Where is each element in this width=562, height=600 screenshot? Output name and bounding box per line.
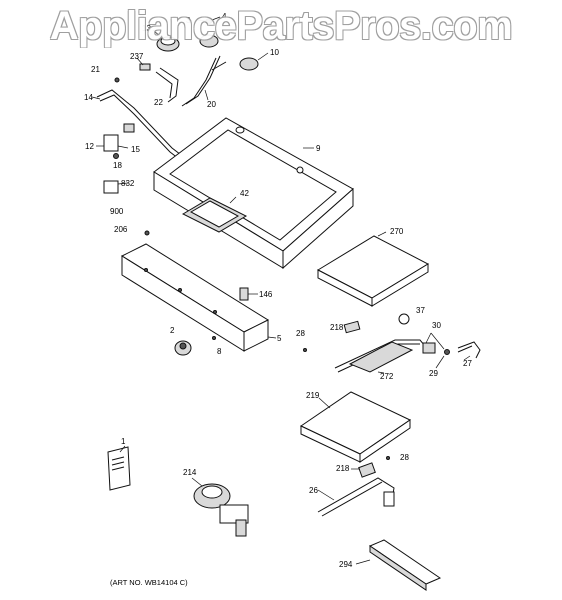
callout-12: 12 [85,142,94,151]
screw-part [114,77,120,83]
callout-270: 270 [390,227,404,236]
air-shutter-part [422,332,481,369]
callout-206: 206 [114,225,128,234]
callout-27: 27 [463,359,472,368]
burner-cap-part [398,313,410,325]
callout-146: 146 [259,290,273,299]
valve-knob-part [239,52,269,71]
screw-206-part [144,230,150,236]
callout-15: 15 [131,145,140,154]
callout-20: 20 [207,100,216,109]
screw-28-lower-part [386,456,390,460]
bottom-bracket-part [355,539,442,591]
callout-5: 5 [277,334,282,343]
callout-218-lower: 218 [336,464,350,473]
callout-214: 214 [183,468,197,477]
callout-42: 42 [240,189,249,198]
valve-bracket-part [96,123,135,159]
callout-37: 37 [416,306,425,315]
orifice-holder-upper-part [343,320,361,334]
broiler-door-part [181,196,248,233]
burner-knob-part [152,29,180,52]
callout-13: 13 [142,24,151,33]
callout-1: 1 [121,437,126,446]
callout-21: 21 [91,65,100,74]
screw-8-part [212,336,216,340]
callout-4: 4 [222,12,227,21]
callout-832: 832 [121,179,135,188]
callout-900: 900 [110,207,124,216]
callout-3: 3 [186,16,191,25]
orifice-fitting-part [136,57,151,71]
callout-9: 9 [316,144,321,153]
rail-knob-part [174,340,192,356]
oven-baffle-part [316,231,430,307]
broil-shield-part [299,391,412,463]
watermark: AppliancePartsPros.com [49,4,513,48]
pressure-regulator-part [191,477,249,537]
callout-22: 22 [154,98,163,107]
callout-218-upper: 218 [330,323,344,332]
callout-28-upper: 28 [296,329,305,338]
callout-2: 2 [170,326,175,335]
callout-29: 29 [429,369,438,378]
art-number: (ART NO. WB14104 C) [110,578,188,587]
callout-10: 10 [270,48,279,57]
callout-272: 272 [380,372,394,381]
callout-18: 18 [113,161,122,170]
callout-28-lower: 28 [400,453,409,462]
broil-burner-part [317,462,395,517]
burner-box-part [153,117,354,270]
callout-30: 30 [432,321,441,330]
oven-burner-part [334,339,431,374]
screw-28-upper-part [303,348,307,352]
callout-237: 237 [130,52,144,61]
callout-26: 26 [309,486,318,495]
front-rail-part [120,243,277,352]
callout-8: 8 [217,347,222,356]
callout-219: 219 [306,391,320,400]
clip-part [239,287,258,301]
gas-tube-part [181,55,227,107]
callout-294: 294 [339,560,353,569]
control-knob-part [197,16,221,48]
literature-part [107,445,131,491]
orifice-tube-part [155,67,179,103]
mounting-bracket-part [103,180,129,194]
callout-14: 14 [84,93,93,102]
